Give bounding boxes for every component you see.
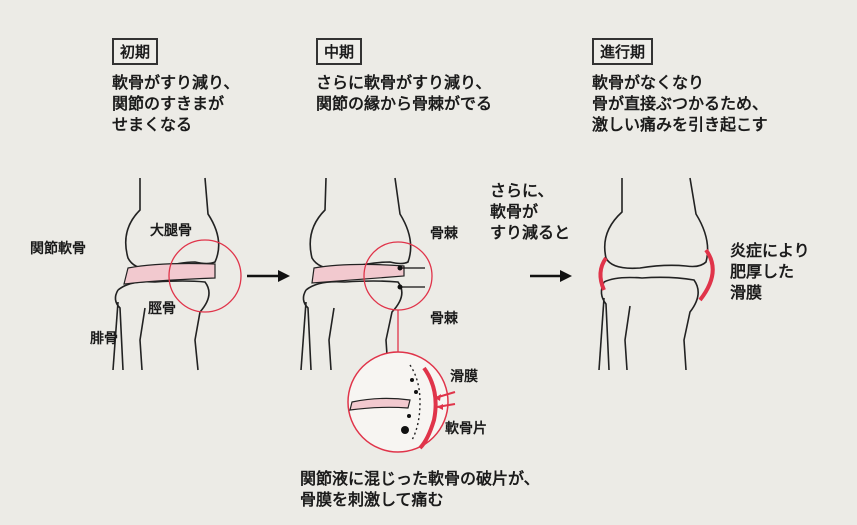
label-inflamed-synovium: 炎症により 肥厚した 滑膜 <box>730 241 810 302</box>
label-cartilage: 関節軟骨 <box>30 241 86 257</box>
label-osteophyte-bottom: 骨棘 <box>430 311 458 327</box>
transition-text: さらに、 軟骨が すり減ると <box>490 181 571 242</box>
label-femur: 大腿骨 <box>150 223 192 239</box>
early-zoom-circle <box>168 239 242 313</box>
inflamed-synovium-right <box>698 248 715 302</box>
stage-text-early: 軟骨がすり減り、 関節のすきまが せまくなる <box>112 73 240 134</box>
inflamed-synovium-left <box>598 256 608 291</box>
stage-label-early: 初期 <box>112 38 159 65</box>
middle-cartilage <box>311 263 405 284</box>
stage-text-middle: さらに軟骨がすり減り、 関節の縁から骨棘がでる <box>316 73 493 113</box>
stage-label-middle: 中期 <box>316 38 363 65</box>
label-osteophyte-top: 骨棘 <box>430 226 458 242</box>
advanced-knee <box>598 177 709 371</box>
stage-label-advanced: 進行期 <box>592 38 654 65</box>
label-fibula: 腓骨 <box>90 331 118 347</box>
label-synovium: 滑膜 <box>450 369 478 385</box>
label-cartilage-fragment: 軟骨片 <box>445 421 487 437</box>
stage-text-advanced: 軟骨がなくなり 骨が直接ぶつかるため、 激しい痛みを引き起こす <box>592 73 769 134</box>
label-tibia: 脛骨 <box>148 301 176 317</box>
detail-magnified <box>347 351 456 453</box>
bottom-caption: 関節液に混じった軟骨の破片が、 骨膜を刺激して痛む <box>300 469 540 509</box>
